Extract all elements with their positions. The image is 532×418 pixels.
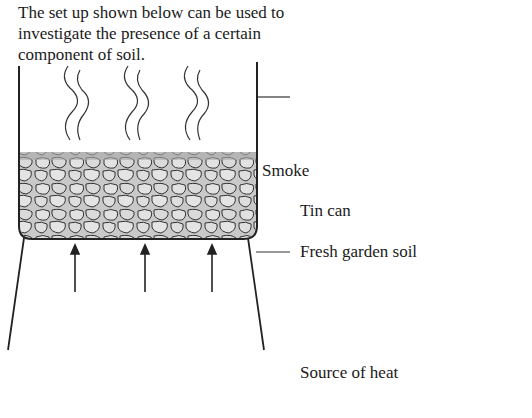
- can-leg: [8, 238, 24, 350]
- part-label: Source of heat: [300, 362, 398, 383]
- tin-can: [19, 62, 257, 239]
- leader-line: [256, 251, 290, 252]
- leader-line: [258, 96, 290, 97]
- can-leg: [248, 238, 264, 350]
- part-label: Fresh garden soil: [300, 241, 417, 262]
- part-label: Tin can: [300, 200, 351, 221]
- heat-arrows: [71, 245, 216, 292]
- soil-fill: [20, 152, 256, 238]
- question-text: The set up shown below can be used to in…: [18, 2, 318, 65]
- part-label: Smoke: [262, 160, 309, 181]
- smoke-wisps: [64, 66, 208, 140]
